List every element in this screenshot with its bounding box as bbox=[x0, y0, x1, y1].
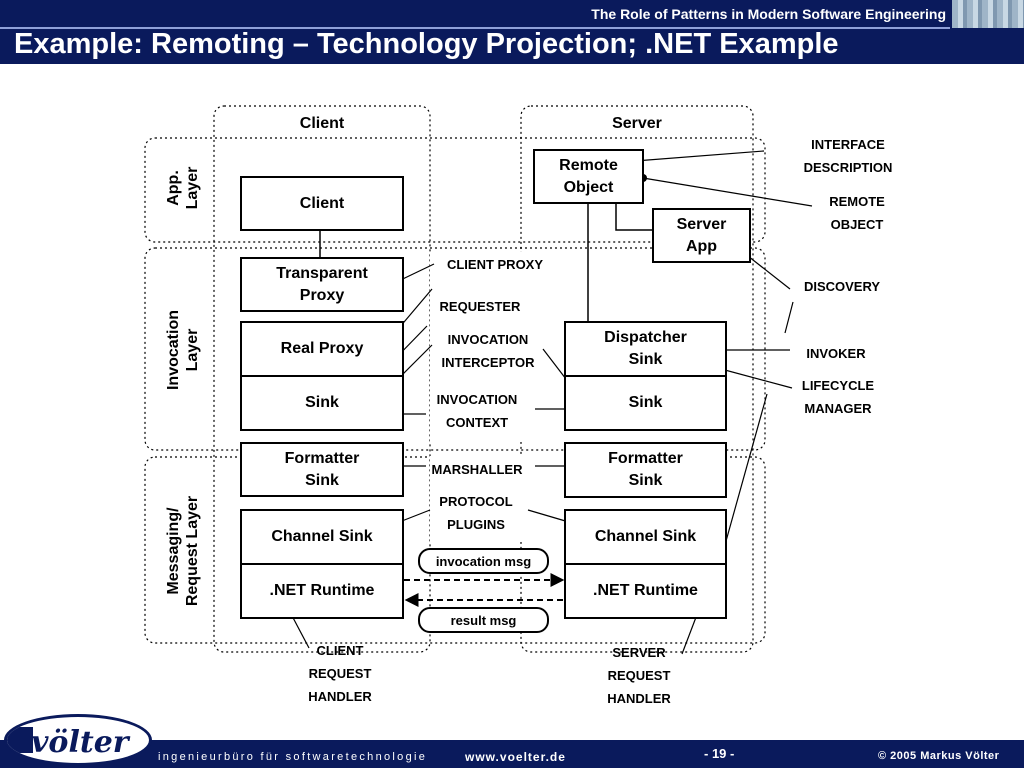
header-divider bbox=[0, 27, 950, 29]
slide-title: Example: Remoting – Technology Projectio… bbox=[14, 28, 839, 60]
server-sink-box: Sink bbox=[564, 375, 727, 431]
footer-bar bbox=[0, 740, 1024, 768]
client-channel-sink-box: Channel Sink bbox=[240, 509, 404, 565]
messaging-layer-label: Messaging/ Request Layer bbox=[165, 495, 201, 607]
server-runtime-box: .NET Runtime bbox=[564, 563, 727, 619]
dispatcher-sink-box: Dispatcher Sink bbox=[564, 321, 727, 377]
pattern-protocol-plugins: PROTOCOL PLUGINS bbox=[439, 494, 513, 532]
client-runtime-box: .NET Runtime bbox=[240, 563, 404, 619]
server-formatter-sink-box: Formatter Sink bbox=[564, 442, 727, 498]
footer-tagline: ingenieurbüro für softwaretechnologie bbox=[158, 751, 428, 763]
pattern-invocation-interceptor: INVOCATION INTERCEPTOR bbox=[441, 332, 535, 370]
invocation-layer-label: Invocation Layer bbox=[165, 310, 201, 391]
invocation-msg-label: invocation msg bbox=[418, 548, 549, 574]
page-number: - 19 - bbox=[704, 746, 735, 761]
pattern-invoker: INVOKER bbox=[806, 346, 866, 361]
client-box: Client bbox=[240, 176, 404, 231]
server-column-label: Server bbox=[612, 115, 662, 132]
voelter-logo: völter bbox=[0, 712, 155, 768]
remote-object-box: Remote Object bbox=[533, 149, 644, 204]
server-column-frame bbox=[520, 105, 754, 653]
footer-copyright: © 2005 Markus Völter bbox=[878, 750, 1000, 762]
pattern-interface-description: INTERFACE DESCRIPTION bbox=[803, 137, 893, 175]
server-app-box: Server App bbox=[652, 208, 751, 263]
slide-header: The Role of Patterns in Modern Software … bbox=[0, 0, 1024, 64]
footer-url: www.voelter.de bbox=[465, 750, 566, 764]
pattern-discovery: DISCOVERY bbox=[803, 279, 881, 294]
logo-text: völter bbox=[31, 725, 129, 760]
client-column-label: Client bbox=[299, 115, 345, 132]
client-formatter-sink-box: Formatter Sink bbox=[240, 442, 404, 497]
pattern-client-proxy: CLIENT PROXY bbox=[446, 257, 544, 272]
header-image bbox=[952, 0, 1024, 28]
real-proxy-box: Real Proxy bbox=[240, 321, 404, 377]
invocation-layer-frame bbox=[144, 247, 766, 451]
client-sink-box: Sink bbox=[240, 375, 404, 431]
pattern-requester: REQUESTER bbox=[439, 299, 521, 314]
app-layer-label: App. Layer bbox=[165, 166, 201, 210]
app-layer-frame bbox=[144, 137, 766, 243]
pattern-marshaller: MARSHALLER bbox=[431, 462, 523, 477]
client-column-frame bbox=[213, 105, 431, 653]
logo-oval: völter bbox=[4, 714, 152, 766]
logo-stripe bbox=[7, 727, 33, 753]
presentation-title: The Role of Patterns in Modern Software … bbox=[591, 6, 946, 22]
pattern-server-request-handler: SERVER REQUEST HANDLER bbox=[607, 645, 671, 706]
result-msg-label: result msg bbox=[418, 607, 549, 633]
pattern-client-request-handler: CLIENT REQUEST HANDLER bbox=[308, 643, 372, 704]
pattern-remote-object: REMOTE OBJECT bbox=[829, 194, 885, 232]
pattern-lifecycle-manager: LIFECYCLE MANAGER bbox=[801, 378, 875, 416]
transparent-proxy-box: Transparent Proxy bbox=[240, 257, 404, 312]
server-channel-sink-box: Channel Sink bbox=[564, 509, 727, 565]
pattern-invocation-context: INVOCATION CONTEXT bbox=[436, 392, 518, 430]
